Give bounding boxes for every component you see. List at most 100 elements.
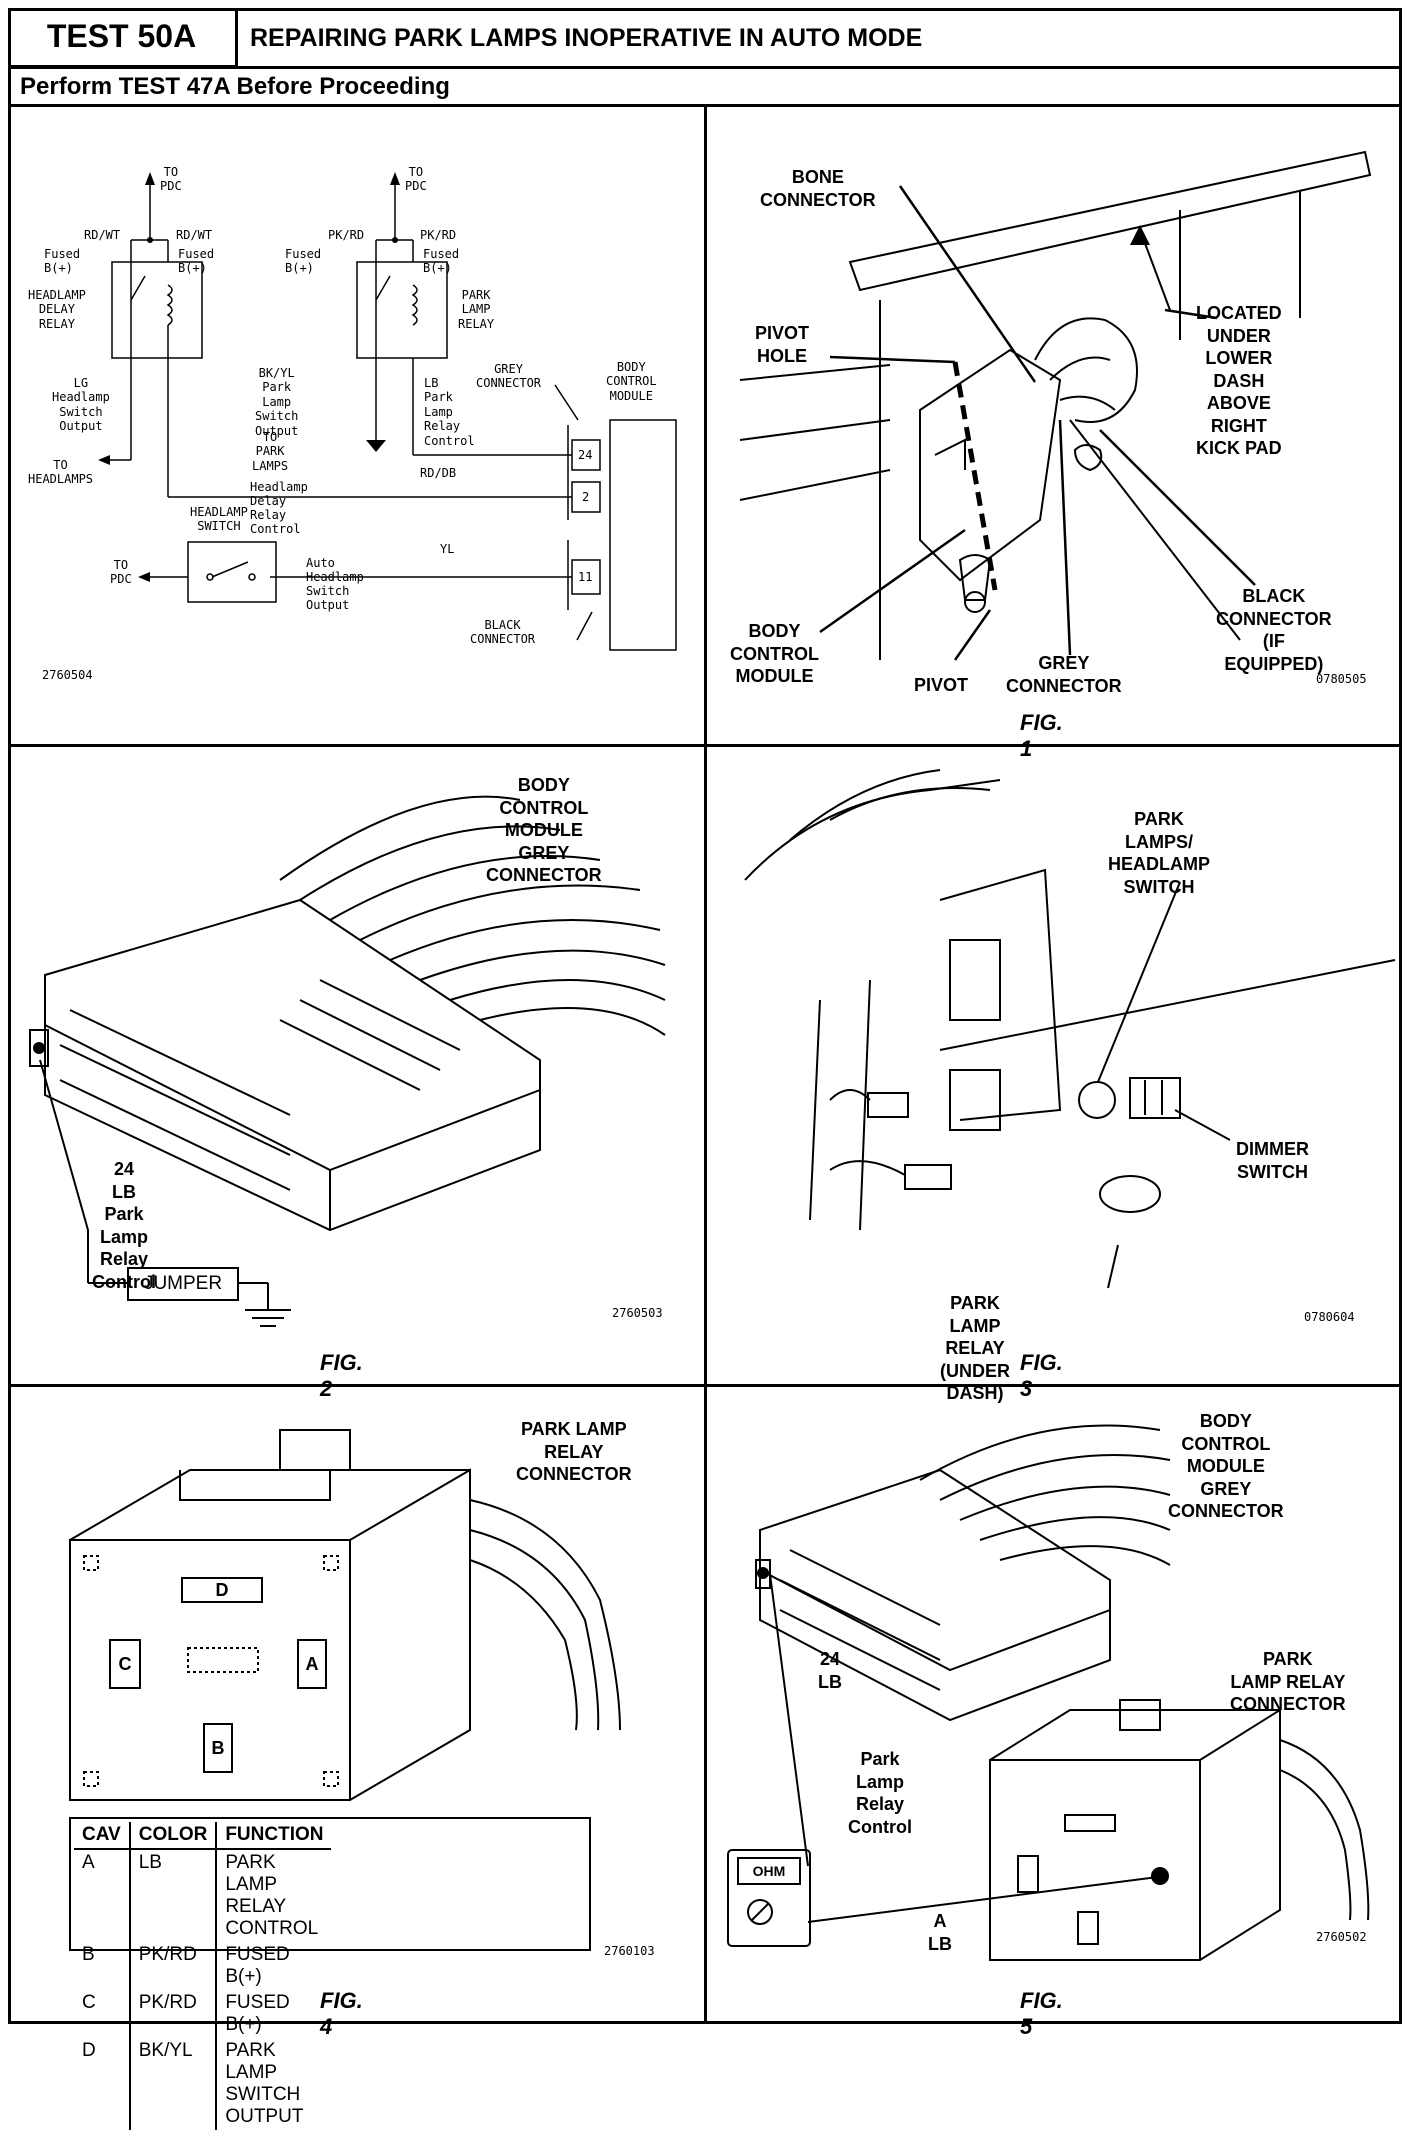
fig5-title: BODY CONTROL MODULE GREY CONNECTOR xyxy=(1168,1411,1284,1521)
pin-2-box xyxy=(571,481,601,513)
pk-rd-right: PK/RD xyxy=(420,228,457,242)
fig4-figure-id: 2760103 xyxy=(604,1944,655,1958)
table-row: A LB PARK LAMP RELAY CONTROL xyxy=(74,1849,331,1942)
fig2-title: BODY CONTROL MODULE GREY CONNECTOR xyxy=(486,775,602,885)
multimeter-display xyxy=(737,1857,801,1885)
located-label: LOCATED UNDER LOWER DASH ABOVE RIGHT KIC… xyxy=(1196,303,1282,458)
lb-wire-label: LB Park Lamp Relay Control xyxy=(424,376,475,448)
multimeter-body xyxy=(727,1849,811,1947)
bone-connector-label: BONE CONNECTOR xyxy=(760,167,876,210)
fig2-pin-label: 24 LB Park Lamp Relay Control xyxy=(92,1159,156,1292)
to-park-lamps-label: TO PARK LAMPS xyxy=(252,430,289,473)
to-headlamps-label: TO HEADLAMPS xyxy=(28,458,94,487)
table-header: CAV xyxy=(74,1822,131,1850)
to-pdc-label-2: TO PDC xyxy=(405,165,427,194)
meter-display-text: OHM xyxy=(752,1863,786,1879)
park-lamp-relay-spot xyxy=(1099,1175,1161,1213)
headlamp-switch-knob xyxy=(1078,1081,1116,1119)
rd-wt-right: RD/WT xyxy=(176,228,213,242)
fig3-dash-illustration xyxy=(744,769,1396,1289)
rd-wt-left: RD/WT xyxy=(84,228,121,242)
schematic-figure-id: 2760504 xyxy=(42,668,93,682)
table-cell: A xyxy=(74,1849,131,1942)
table-header-row: CAV COLOR FUNCTION xyxy=(74,1822,332,1850)
pin-24-box xyxy=(571,439,601,471)
schematic-wiring xyxy=(98,172,677,651)
pivot-hole-label: PIVOT HOLE xyxy=(755,323,810,366)
vent-outline-lower xyxy=(949,1069,1001,1131)
table-row: D BK/YL PARK LAMP SWITCH OUTPUT xyxy=(74,2038,331,2130)
fig5-figure-id: 2760502 xyxy=(1316,1930,1367,1944)
fused-left-1: Fused B(+) xyxy=(44,247,81,275)
park-lamp-relay-box xyxy=(356,261,448,359)
dimmer-switch-label: DIMMER SWITCH xyxy=(1236,1139,1309,1182)
pk-rd-left: PK/RD xyxy=(328,228,365,242)
to-pdc-label-1: TO PDC xyxy=(160,165,182,194)
fig3-figure-id: 0780604 xyxy=(1304,1310,1355,1324)
headlamp-switch-box xyxy=(187,541,277,603)
cavity-c-label: C xyxy=(118,1653,132,1674)
page-subtitle: Perform TEST 47A Before Proceeding xyxy=(20,73,450,100)
pin-24-label: 24 xyxy=(578,448,593,462)
fig2-figure-id: 2760503 xyxy=(612,1306,663,1320)
fig1-black-connector-label: BLACK CONNECTOR (IF EQUIPPED) xyxy=(1216,586,1332,674)
cavity-d-label: D xyxy=(215,1579,229,1600)
table-cell: FUSED B(+) xyxy=(225,1944,290,1987)
to-pdc-label-3: TO PDC xyxy=(110,558,132,587)
table-cell: PARK LAMP RELAY CONTROL xyxy=(225,1852,319,1939)
row-divider-top xyxy=(8,104,1402,107)
bcm-label: BODY CONTROL MODULE xyxy=(606,360,657,403)
cavity-c-box xyxy=(109,1639,141,1689)
table-cell: D xyxy=(74,2038,131,2130)
park-lamp-relay-control-label: Park Lamp Relay Control xyxy=(848,1749,912,1837)
fig5-test-illustration xyxy=(727,1424,1370,1961)
table-cell: PARK LAMP SWITCH OUTPUT xyxy=(225,2040,304,2127)
park-lamp-relay-label: PARK LAMP RELAY xyxy=(458,288,495,331)
table-cell: BK/YL xyxy=(129,2038,218,2130)
cavity-b-box xyxy=(203,1723,233,1773)
table-header: COLOR xyxy=(129,1822,218,1850)
fused-left-2: Fused B(+) xyxy=(285,247,322,275)
cavity-b-label: B xyxy=(211,1737,225,1758)
fig4-title: PARK LAMP RELAY CONNECTOR xyxy=(516,1419,632,1484)
jumper-label: JUMPER xyxy=(143,1273,223,1294)
park-lamp-relay-label: PARK LAMP RELAY (UNDER DASH) xyxy=(940,1293,1010,1403)
cavity-a-label: A xyxy=(305,1653,319,1674)
lg-wire-label: LG Headlamp Switch Output xyxy=(52,376,110,434)
fig1-grey-connector-label: GREY CONNECTOR xyxy=(1006,653,1122,696)
bcm-box xyxy=(609,419,677,651)
fig1-figure-id: 0780505 xyxy=(1316,672,1367,686)
table-cell: PK/RD xyxy=(129,1942,218,1990)
fig5-pin-label: 24 LB xyxy=(818,1649,842,1692)
park-lamps-switch-label: PARK LAMPS/ HEADLAMP SWITCH xyxy=(1108,809,1210,897)
page-title: REPAIRING PARK LAMPS INOPERATIVE IN AUTO… xyxy=(250,23,923,52)
fused-right-1: Fused B(+) xyxy=(178,247,215,275)
headlamp-switch-label: HEADLAMP SWITCH xyxy=(190,505,248,534)
rd-db-label: RD/DB xyxy=(420,466,457,480)
fig1-caption: FIG. 1 xyxy=(1020,710,1063,761)
cavity-a-box xyxy=(297,1639,327,1689)
table-header: FUNCTION xyxy=(216,1822,332,1850)
fig1-illustration xyxy=(739,150,1372,661)
vent-outline xyxy=(949,939,1001,1021)
table-row: B PK/RD FUSED B(+) xyxy=(74,1942,331,1990)
fig4-relay-connector-illustration xyxy=(69,1429,621,1951)
fig2-caption: FIG. 2 xyxy=(320,1350,363,1401)
header-divider xyxy=(8,66,1402,69)
bk-yl-wire-label: BK/YL Park Lamp Switch Output xyxy=(255,366,299,438)
fig3-caption: FIG. 3 xyxy=(1020,1350,1063,1401)
pivot-dashed-line xyxy=(952,361,998,591)
column-divider xyxy=(704,106,707,2024)
fused-right-2: Fused B(+) xyxy=(423,247,460,275)
pivot-label: PIVOT xyxy=(914,675,969,695)
headlamp-delay-control-label: Headlamp Delay Relay Control xyxy=(250,480,308,536)
pin-11-label: 11 xyxy=(578,570,593,584)
fig5-relay-connector-label: PARK LAMP RELAY CONNECTOR xyxy=(1230,1649,1346,1714)
dimmer-switch-body xyxy=(1129,1077,1181,1119)
fig5-caption: FIG. 5 xyxy=(1020,1988,1063,2039)
grey-connector-label: GREY CONNECTOR xyxy=(476,362,542,391)
cavity-d-box xyxy=(181,1577,263,1603)
pin-11-box xyxy=(571,559,601,595)
pin-2-label: 2 xyxy=(582,490,590,504)
yl-label: YL xyxy=(440,542,455,556)
